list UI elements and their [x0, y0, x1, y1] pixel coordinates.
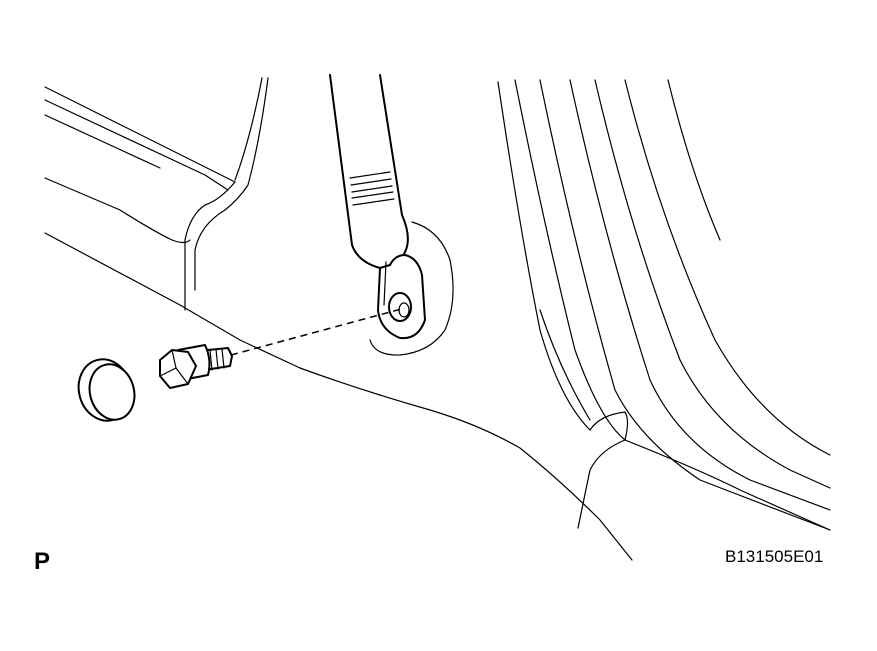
sill-trim-lines: [44, 86, 301, 369]
seat-belt-webbing: [329, 74, 409, 269]
mounting-hole: [388, 292, 412, 322]
anchor-recess: [369, 221, 454, 356]
figure-code: B131505E01: [725, 547, 824, 566]
anchor-bolt: [159, 344, 233, 389]
pillar-panel: [194, 77, 831, 561]
alignment-line: [230, 307, 406, 356]
view-label: P: [34, 548, 51, 575]
cover-cap: [77, 358, 136, 422]
